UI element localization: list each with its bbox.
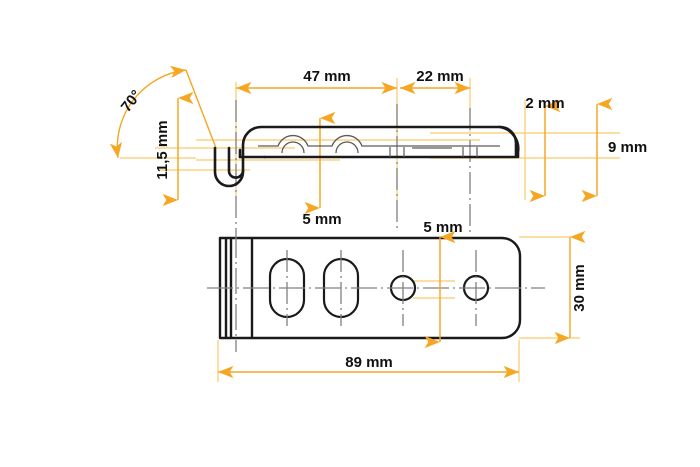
dimension-height-9: 9 mm [581, 97, 647, 203]
dimension-spacing-5-plan: 5 mm [423, 219, 463, 349]
side-view-centerlines [235, 100, 471, 232]
bracket-side-right-end [498, 125, 520, 159]
plan-view-centerlines [207, 232, 545, 352]
angle-70-leader [185, 69, 217, 149]
dimension-label-2: 2 mm [525, 95, 564, 112]
dimension-label-11-5: 11,5 mm [154, 120, 171, 179]
bracket-side-inner-lines [258, 134, 500, 154]
dimension-label-22: 22 mm [416, 68, 464, 85]
dimension-thickness-2: 2 mm [525, 95, 565, 203]
dimension-label-30: 30 mm [571, 264, 588, 312]
dimension-width-30: 30 mm [554, 230, 588, 345]
dimension-label-5-left: 5 mm [302, 211, 341, 228]
dimension-height-5-left: 5 mm [302, 111, 342, 228]
dimension-label-89: 89 mm [345, 354, 393, 371]
dimension-height-11-5: 11,5 mm [154, 91, 194, 207]
dimension-label-9: 9 mm [608, 139, 647, 156]
dimension-length-22: 22 mm [400, 68, 470, 95]
dimension-label-5-plan: 5 mm [423, 219, 462, 236]
dimension-length-89: 89 mm [218, 354, 519, 379]
plan-view: 5 mm 30 mm 89 mm [207, 219, 588, 382]
dimension-label-47: 47 mm [303, 68, 351, 85]
angle-70-arc [109, 65, 187, 159]
bracket-side-hole-marks [389, 147, 478, 157]
dimension-length-47: 47 mm [236, 68, 397, 95]
